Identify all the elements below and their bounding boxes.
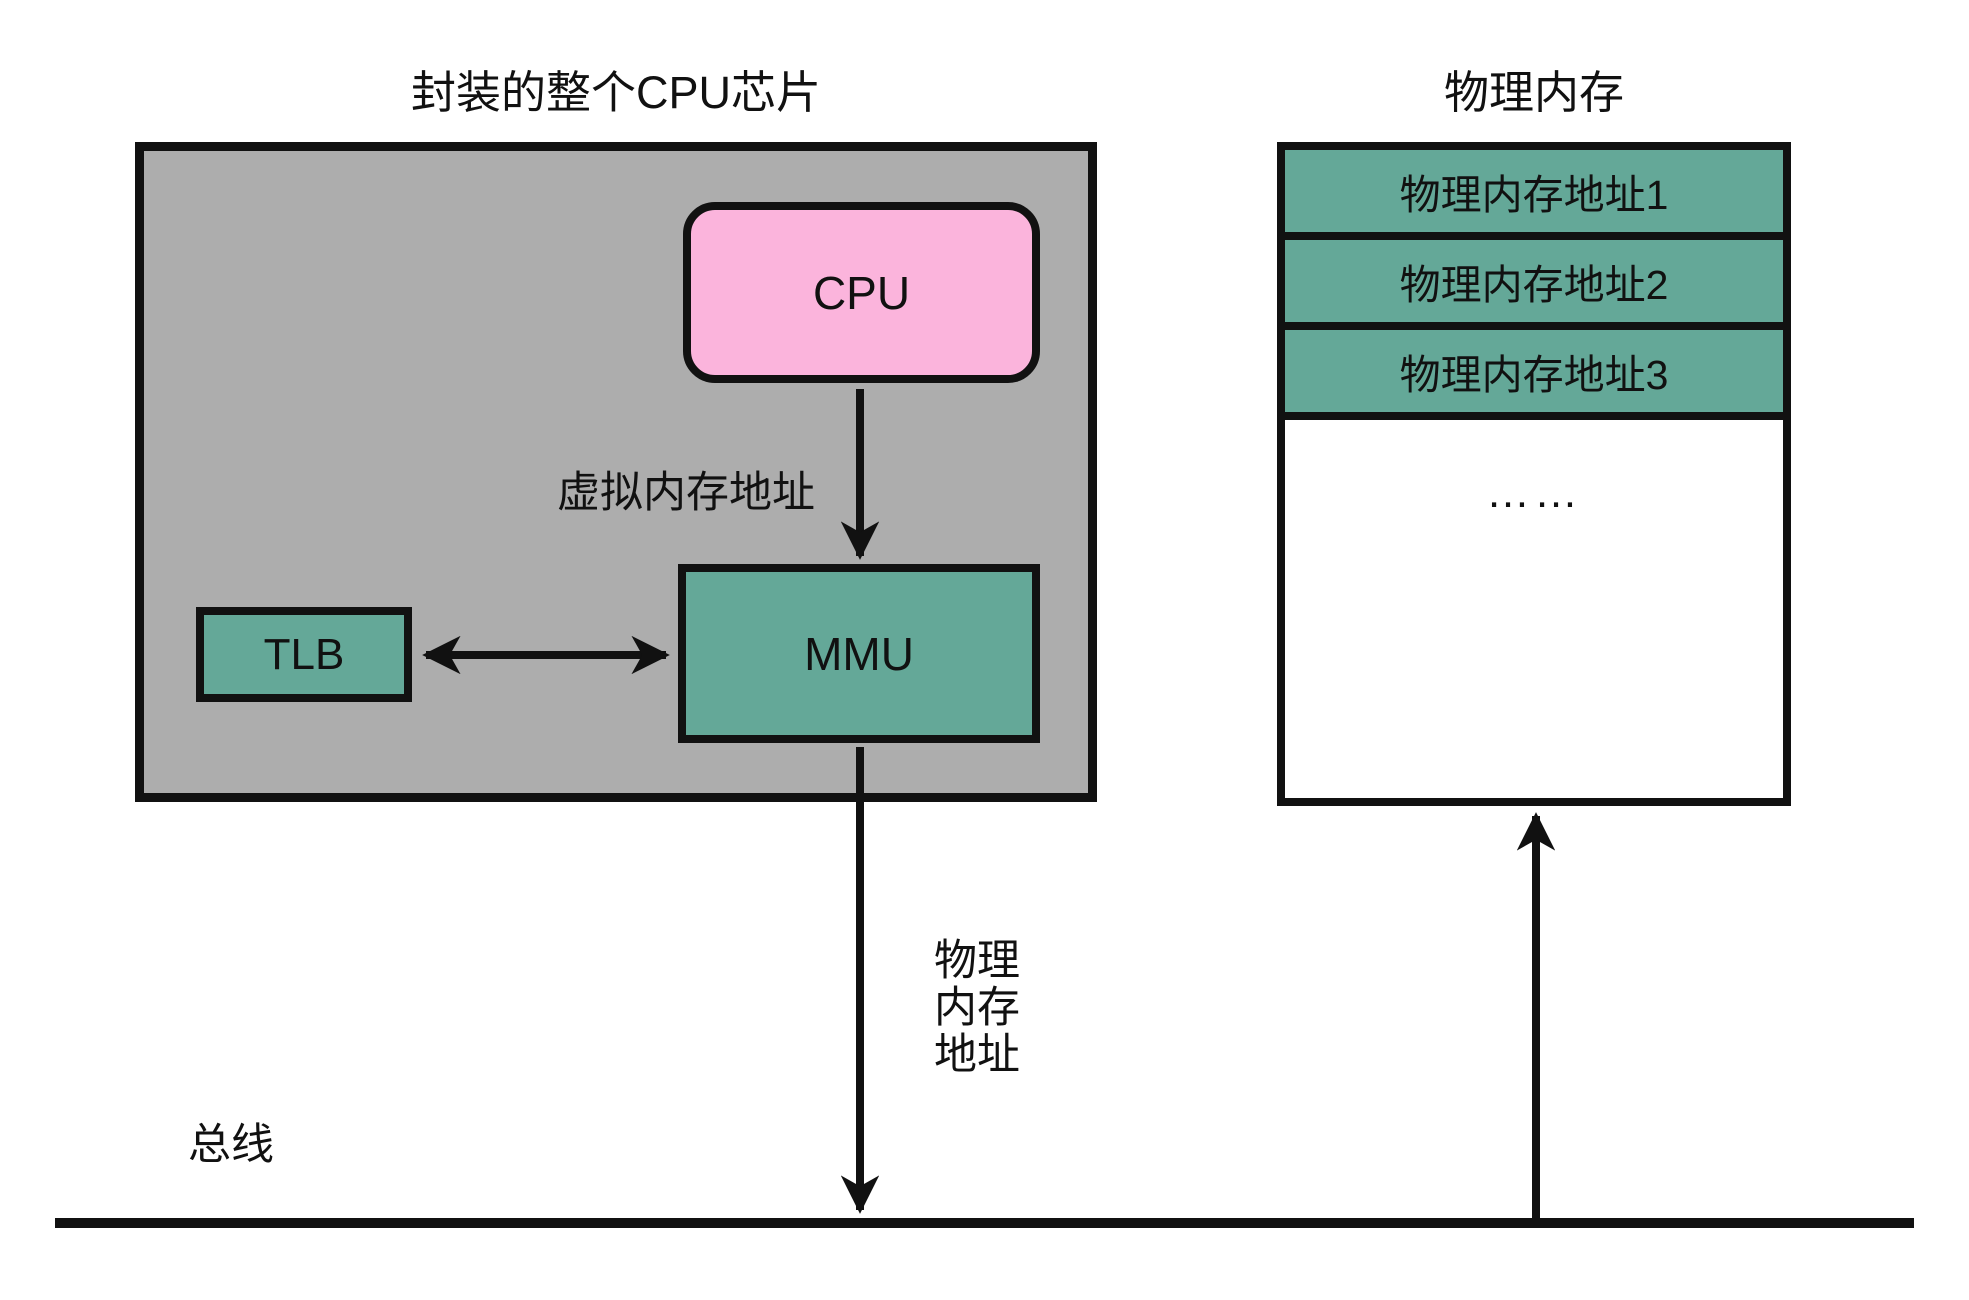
tlb-box: TLB	[196, 607, 412, 702]
physical-memory-address-line: 物理	[934, 937, 1020, 985]
bus-label: 总线	[188, 1121, 274, 1169]
physical-memory-address-label: 物理 内存 地址	[934, 938, 1020, 1079]
tlb-label: TLB	[263, 629, 345, 679]
memory-ellipsis: ……	[1486, 468, 1582, 517]
physical-memory-box: 物理内存地址1 物理内存地址2 物理内存地址3 ……	[1277, 142, 1791, 806]
physical-memory-title: 物理内存	[1443, 67, 1624, 118]
cpu-chip-title: 封装的整个CPU芯片	[410, 67, 821, 118]
physical-memory-address-line: 内存	[934, 984, 1020, 1032]
cpu-label: CPU	[812, 266, 911, 319]
memory-row: 物理内存地址3	[1285, 330, 1783, 420]
memory-row: 物理内存地址2	[1285, 240, 1783, 330]
mmu-label: MMU	[804, 627, 914, 680]
mmu-box: MMU	[678, 564, 1040, 743]
virtual-memory-address-label: 虚拟内存地址	[557, 469, 815, 517]
physical-memory-address-line: 地址	[934, 1031, 1020, 1079]
cpu-box: CPU	[683, 202, 1040, 383]
memory-row: 物理内存地址1	[1285, 150, 1783, 240]
